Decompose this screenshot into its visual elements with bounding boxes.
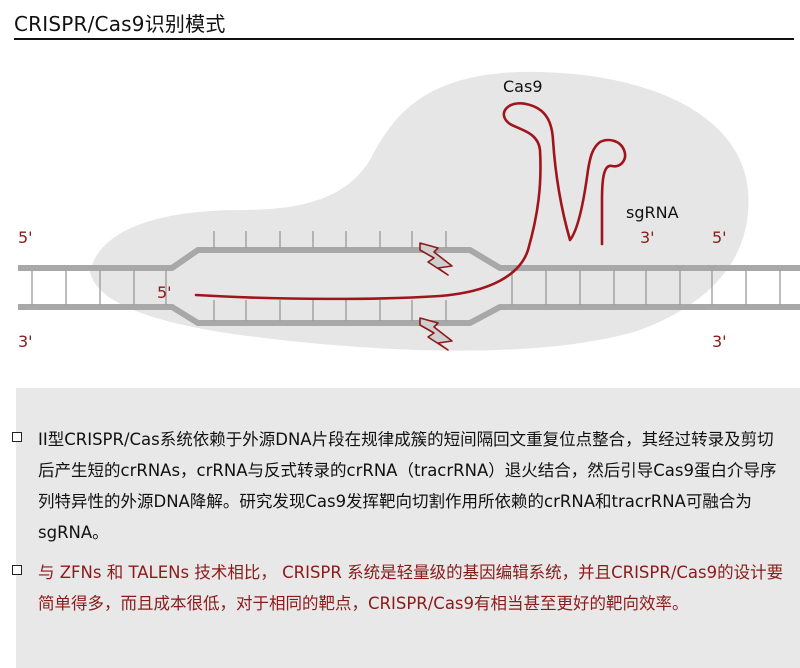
top-left-5prime: 5' <box>18 228 33 247</box>
guide-3prime: 3' <box>640 228 655 247</box>
dna-bottom-strand <box>18 304 800 326</box>
checkbox-bullet-icon <box>12 565 22 575</box>
bullet-item: 与 ZFNs 和 TALENs 技术相比， CRISPR 系统是轻量级的基因编辑… <box>12 557 788 619</box>
top-right-5prime: 5' <box>712 228 727 247</box>
crispr-diagram: Cas9 sgRNA 5' 3' 5' 3' 5' 3' <box>18 71 800 351</box>
cas9-protein-blob <box>90 71 749 351</box>
description-panel <box>16 388 800 668</box>
bullet-text: 与 ZFNs 和 TALENs 技术相比， CRISPR 系统是轻量级的基因编辑… <box>38 563 784 613</box>
dna-duplex <box>18 247 800 326</box>
sgrna-strand <box>194 102 627 301</box>
dna-top-strand <box>18 247 800 271</box>
page-title: CRISPR/Cas9识别模式 <box>14 12 226 36</box>
bottom-right-3prime: 3' <box>712 332 727 351</box>
cas9-label: Cas9 <box>503 77 543 96</box>
bottom-left-3prime: 3' <box>18 332 33 351</box>
sgrna-label: sgRNA <box>626 203 679 222</box>
bullet-text: II型CRISPR/Cas系统依赖于外源DNA片段在规律成簇的短间隔回文重复位点… <box>38 430 777 542</box>
guide-5prime: 5' <box>157 283 172 302</box>
title-rule <box>14 38 794 40</box>
checkbox-bullet-icon <box>12 432 22 442</box>
base-pairs <box>31 231 781 321</box>
cleavage-mark-bottom <box>419 317 453 351</box>
cleavage-mark-top <box>419 242 453 276</box>
bullet-item: II型CRISPR/Cas系统依赖于外源DNA片段在规律成簇的短间隔回文重复位点… <box>12 424 788 548</box>
